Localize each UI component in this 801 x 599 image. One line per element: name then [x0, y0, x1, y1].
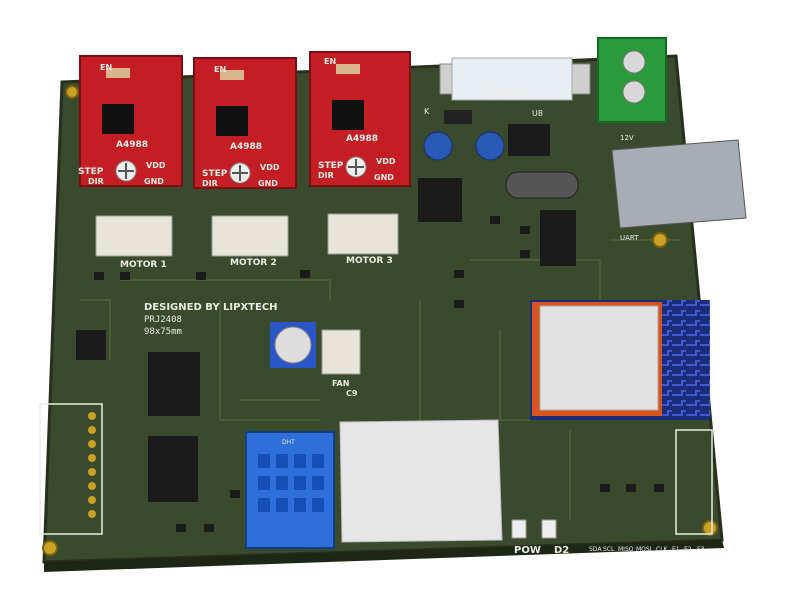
driver-vdd-label: VDD: [260, 163, 280, 172]
board-size: 98x75mm: [144, 327, 182, 337]
driver-vdd-label: VDD: [146, 161, 166, 170]
driver-vdd-label: VDD: [376, 157, 396, 166]
driver-en-label: EN: [324, 57, 336, 66]
motor-1-label: MOTOR 1: [120, 260, 167, 270]
driver-dir-label: DIR: [318, 171, 334, 180]
regulator-label: U8: [532, 109, 543, 118]
status-leds: POW D2: [511, 519, 569, 556]
fan-connector: FAN C9: [321, 329, 361, 398]
passive-components: [94, 216, 664, 532]
driver-gnd-label: GND: [144, 177, 164, 186]
left-pin-header: [39, 403, 103, 535]
header-pin-e3: E3: [697, 546, 705, 553]
driver-chip-label: A4988: [230, 142, 262, 152]
driver-step-label: STEP: [318, 161, 344, 171]
header-pin-e1: E1: [672, 546, 680, 553]
dht-label: DHT: [282, 439, 295, 446]
driver-chip-label: A4988: [116, 140, 148, 150]
driver-dir-label: DIR: [88, 177, 104, 186]
power-section: 5A FUSE 12V K U8: [418, 37, 667, 222]
driver-gnd-label: GND: [258, 179, 278, 188]
stepper-driver-3: EN A4988 STEP DIR VDD GND: [309, 51, 411, 187]
diode-label: K: [424, 107, 430, 116]
dht-sensor: DHT: [245, 431, 335, 549]
driver-en-label: EN: [100, 63, 112, 72]
ic-components: [76, 210, 576, 502]
motor-2-label: MOTOR 2: [230, 258, 277, 268]
power-input-label: 12V: [620, 134, 634, 142]
uart-connector: UART: [611, 139, 747, 242]
header-pin-e2: E2: [684, 546, 692, 553]
potentiometer: [270, 322, 316, 368]
motor-connectors: MOTOR 1 MOTOR 2 MOTOR 3: [95, 213, 399, 270]
pow-label: POW: [514, 545, 541, 556]
driver-gnd-label: GND: [374, 173, 394, 182]
blank-pad-area: [339, 419, 503, 543]
driver-en-label: EN: [214, 65, 226, 74]
esp-module: [530, 300, 710, 420]
fuse-label: 5A FUSE: [490, 90, 524, 99]
header-pin-clk: CLK: [656, 546, 669, 553]
motor-3-label: MOTOR 3: [346, 256, 393, 266]
header-pin-miso: MISO: [618, 546, 634, 553]
pcb-board-edge: [44, 540, 724, 572]
driver-step-label: STEP: [78, 167, 104, 177]
stepper-driver-1: EN A4988 STEP DIR VDD GND: [78, 55, 183, 187]
mounting-holes: [42, 85, 718, 556]
silkscreen-info: DESIGNED BY LIPXTECH PRJ2408 98x75mm: [144, 302, 278, 337]
header-pin-mosi: MOSI: [636, 546, 652, 553]
header-pin-scl: SCL: [603, 546, 615, 553]
right-pin-header: SDA SCL MISO MOSI CLK E1 E2 E3: [589, 429, 713, 553]
d2-label: D2: [554, 545, 569, 556]
stepper-driver-2: EN A4988 STEP DIR VDD GND: [193, 57, 297, 189]
trace-layer: [80, 239, 680, 520]
driver-dir-label: DIR: [202, 179, 218, 188]
fan-label: FAN: [332, 379, 349, 388]
designer-text: DESIGNED BY LIPXTECH: [144, 302, 278, 313]
driver-step-label: STEP: [202, 169, 228, 179]
cap-label: C9: [346, 389, 358, 398]
header-pin-sda: SDA: [589, 546, 602, 553]
project-code: PRJ2408: [144, 315, 182, 325]
uart-label: UART: [620, 234, 639, 242]
driver-chip-label: A4988: [346, 134, 378, 144]
